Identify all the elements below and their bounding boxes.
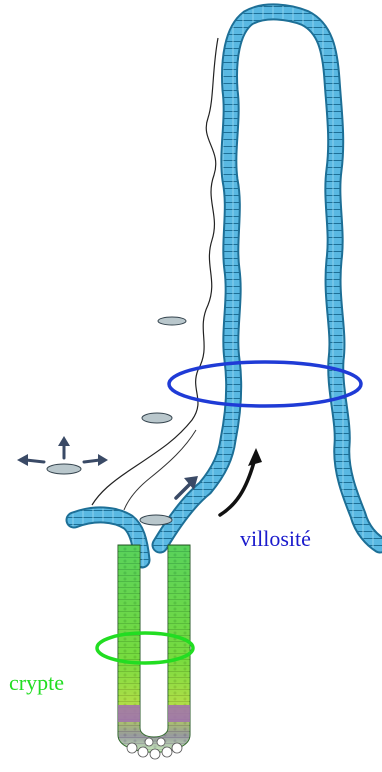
crypt-paneth-zone [118,705,190,722]
mucosa-outline [92,38,218,505]
crypt-label: crypte [9,672,64,694]
villus-epithelium-cells [160,12,380,545]
dispersal-arrows [17,436,108,466]
shed-cells [47,317,186,525]
villus-label: villosité [240,528,311,550]
